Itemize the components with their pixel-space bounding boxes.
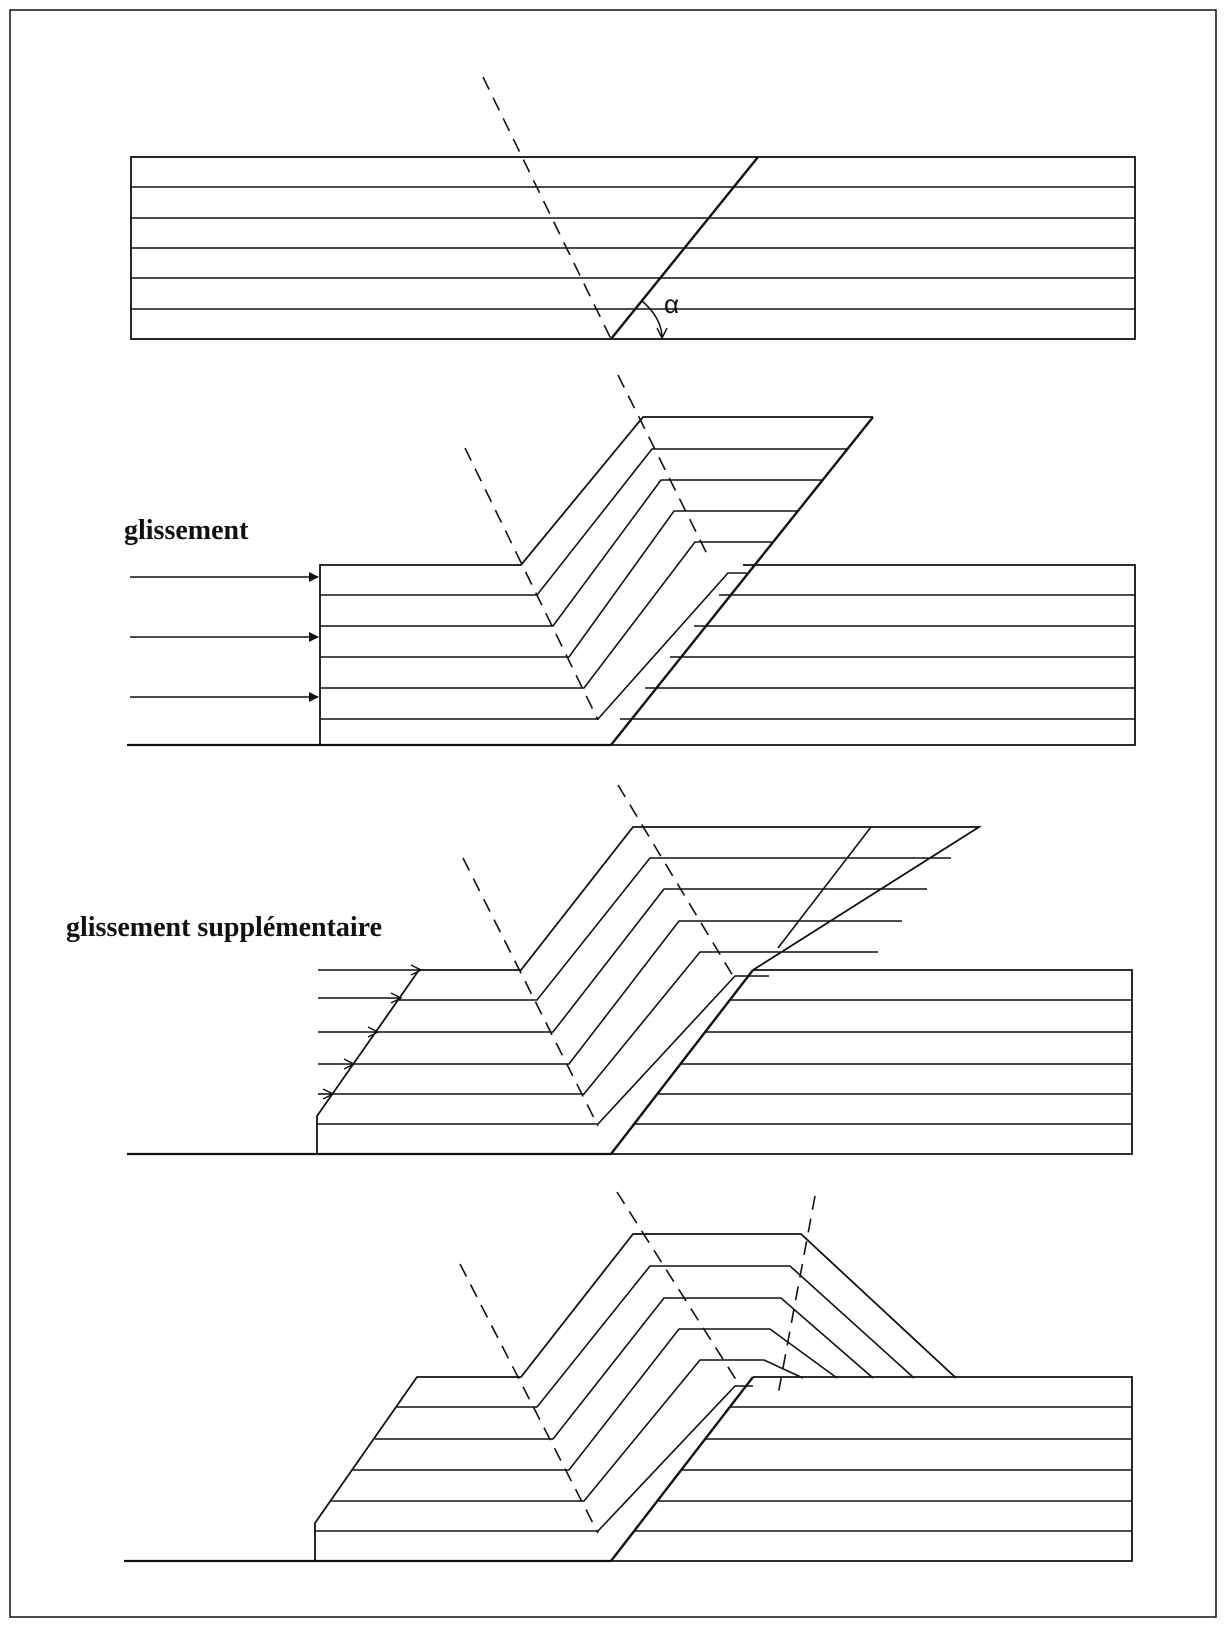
slip-arrows [318, 964, 423, 1100]
fault-ramp [610, 969, 754, 1155]
hanging-wall-layers [317, 857, 951, 1125]
fault-ramp [610, 1376, 754, 1562]
glissement-supplementaire-label: glissement supplémentaire [66, 912, 382, 943]
panel-4-final-fold [124, 1191, 1133, 1563]
angle-arc [640, 299, 668, 340]
axial-traces-dashed [459, 1191, 816, 1534]
axial-traces-dashed [464, 374, 711, 721]
panel-3-glissement-supplementaire: glissement supplémentaire [66, 784, 1133, 1156]
footwall-layers [634, 999, 1132, 1125]
footwall-outline [611, 969, 1133, 1155]
hanging-wall-outline [314, 1233, 957, 1561]
hanging-wall-outline [316, 826, 983, 1154]
page-frame [9, 9, 1217, 1618]
layer-boundaries [131, 186, 1135, 310]
footwall-outline [611, 1376, 1133, 1562]
glissement-label: glissement [124, 515, 249, 546]
future-fault-line [610, 156, 759, 340]
footwall-outline [611, 564, 1136, 746]
panel-1-initial-layers: α [130, 76, 1136, 340]
footwall-layers [620, 594, 1135, 720]
axial-trace-dashed [482, 76, 612, 340]
footwall-layers [634, 1406, 1132, 1532]
hanging-wall-layers [315, 1265, 915, 1532]
panel-2-glissement: glissement [124, 374, 1136, 747]
hanging-wall-layers [320, 448, 847, 720]
fault-ramp [610, 416, 874, 746]
axial-traces-dashed [462, 784, 734, 1127]
alpha-label: α [664, 289, 679, 319]
stretch-line [777, 826, 872, 949]
hanging-wall-outline [319, 416, 873, 745]
